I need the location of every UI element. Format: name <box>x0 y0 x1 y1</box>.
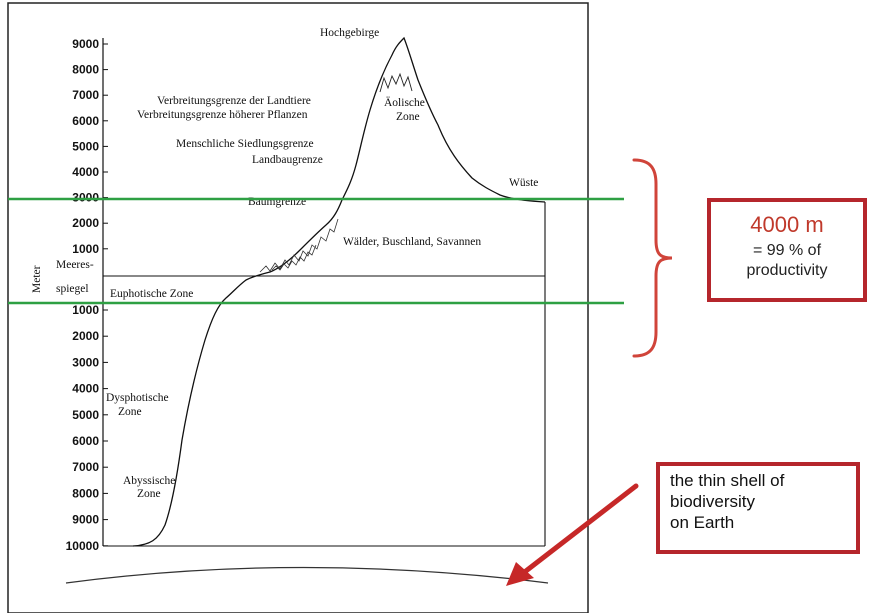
productivity-title: 4000 m <box>750 212 824 237</box>
depth-tick-label: 4000 <box>72 382 99 396</box>
label-abyssisch: Abyssische <box>123 475 175 487</box>
shell-line-1: the thin shell of <box>670 471 785 490</box>
altitude-tick-label: 5000 <box>72 139 99 153</box>
label-landbau: Landbaugrenze <box>252 154 323 166</box>
depth-tick-label: 1000 <box>72 303 99 317</box>
y-axis-label: Meter <box>31 265 43 293</box>
label-aeolische: Äolische <box>384 95 425 109</box>
depth-tick-label: 2000 <box>72 329 99 343</box>
sea-level-label-2: spiegel <box>56 283 89 295</box>
altitude-tick-label: 8000 <box>72 63 99 77</box>
depth-tick-label: 5000 <box>72 408 99 422</box>
altitude-tick-label: 4000 <box>72 165 99 179</box>
depth-tick-label: 6000 <box>72 434 99 448</box>
label-euphotisch: Euphotische Zone <box>110 288 193 300</box>
altitude-tick-label: 3000 <box>72 191 99 205</box>
altitude-tick-label: 1000 <box>72 242 99 256</box>
page-frame <box>7 2 589 613</box>
label-aeolische-zone: Zone <box>396 111 420 123</box>
label-pflanzen: Verbreitungsgrenze höherer Pflanzen <box>137 109 308 121</box>
label-abyssisch-zone: Zone <box>137 488 161 500</box>
altitude-ticks: 9000 8000 7000 6000 5000 4000 3000 2000 1000 <box>72 37 108 256</box>
productivity-line-2: productivity <box>746 262 828 279</box>
forest-hatching <box>259 218 339 273</box>
altitude-tick-label: 7000 <box>72 88 99 102</box>
altitude-tick-label: 6000 <box>72 114 99 128</box>
label-hochgebirge: Hochgebirge <box>320 27 379 39</box>
label-waelder: Wälder, Buschland, Savannen <box>343 236 481 248</box>
depth-ticks: 1000 2000 3000 4000 5000 6000 7000 8000 9000 1000… <box>66 303 108 553</box>
depth-tick-label: 3000 <box>72 355 99 369</box>
terrain-profile <box>132 36 546 547</box>
shell-line-3: on Earth <box>670 513 735 532</box>
label-landtiere: Verbreitungsgrenze der Landtiere <box>157 95 311 107</box>
productivity-callout: 4000 m = 99 % of productivity <box>707 198 867 302</box>
aeolian-peaks <box>379 72 413 93</box>
altitude-tick-label: 2000 <box>72 216 99 230</box>
band-brace <box>632 158 673 358</box>
depth-tick-label: 10000 <box>66 539 100 553</box>
label-dysphotisch-zone: Zone <box>118 406 142 418</box>
label-dysphotisch: Dysphotische <box>106 392 169 404</box>
label-wueste: Wüste <box>509 177 538 189</box>
arrow-to-earth <box>519 483 639 577</box>
depth-tick-label: 7000 <box>72 460 99 474</box>
arrow-head <box>506 562 534 586</box>
depth-tick-label: 8000 <box>72 486 99 500</box>
earth-curvature <box>65 566 549 584</box>
shell-callout: the thin shell of biodiversity on Earth <box>656 462 860 554</box>
shell-line-2: biodiversity <box>670 492 756 511</box>
altitude-tick-label: 9000 <box>72 37 99 51</box>
productivity-line-1: = 99 % of <box>752 242 822 259</box>
depth-tick-label: 9000 <box>72 513 99 527</box>
label-siedlung: Menschliche Siedlungsgrenze <box>176 138 314 150</box>
sea-level-label-1: Meeres- <box>56 259 94 271</box>
